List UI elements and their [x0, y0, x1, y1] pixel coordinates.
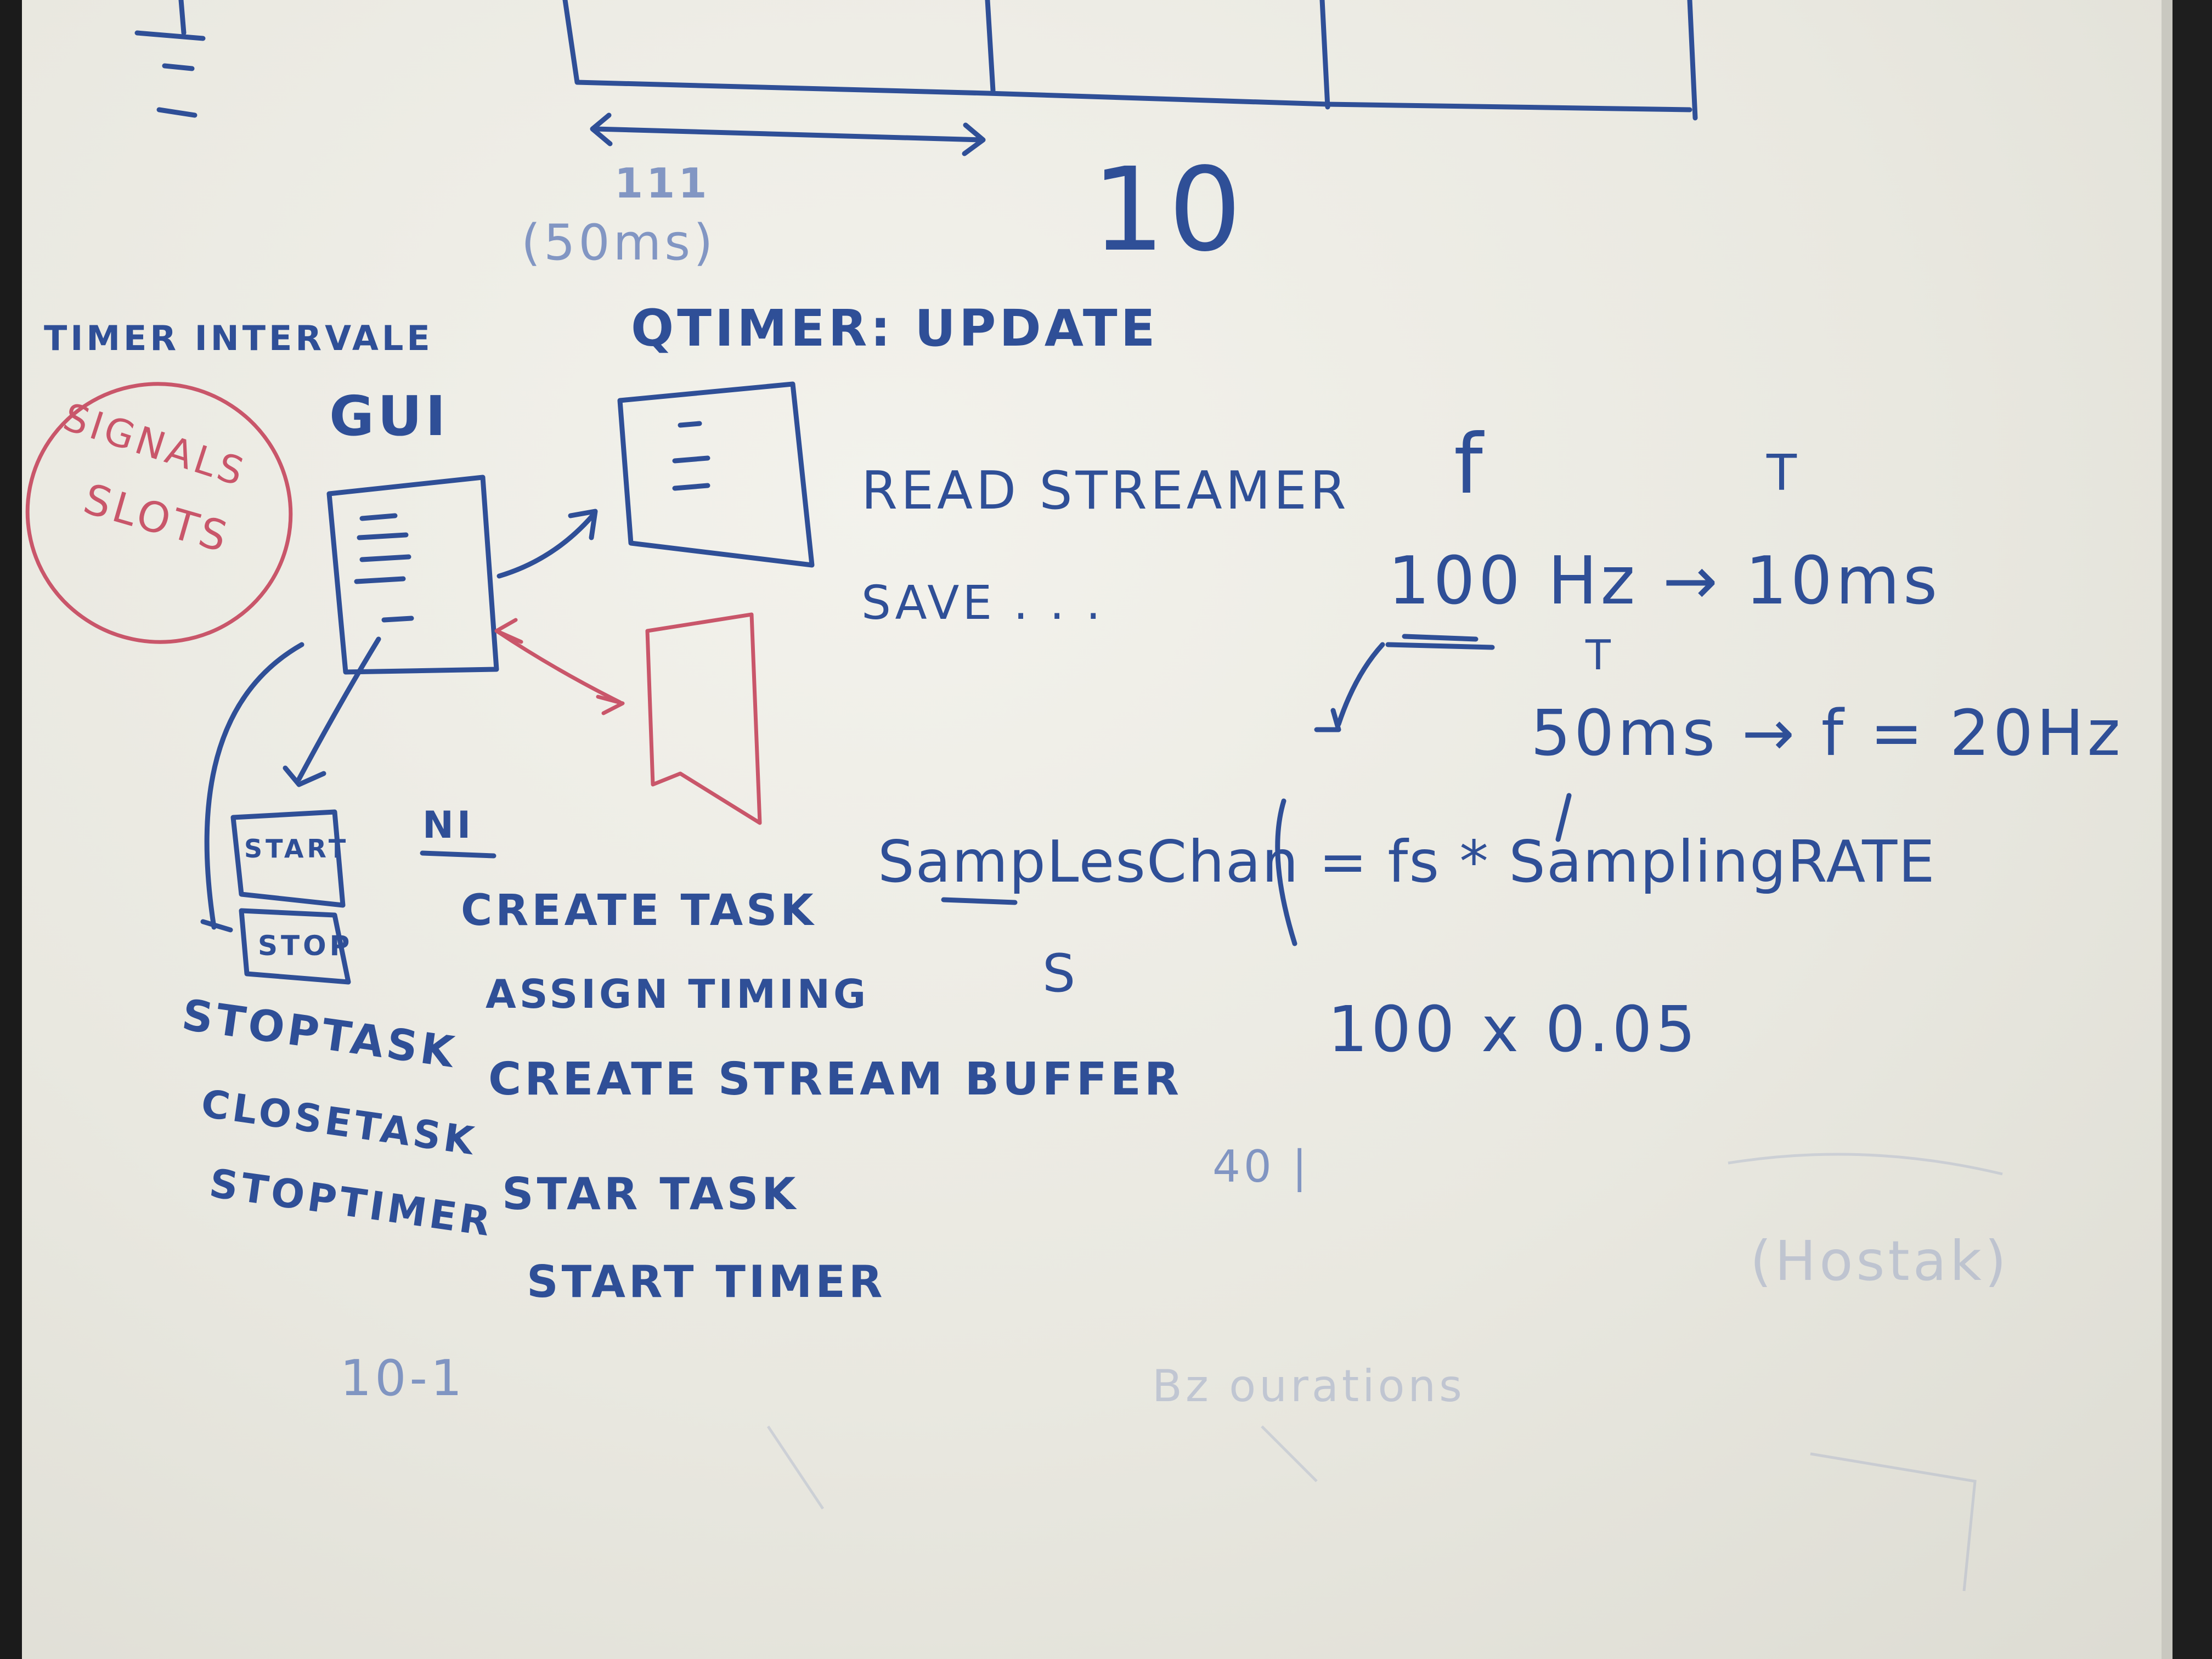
faint-bottom-text: Bz ourations: [1152, 1361, 1465, 1412]
timer-interval-label: TIMER INTERVALE: [44, 318, 433, 358]
ni-step: ASSIGN TIMING: [486, 971, 870, 1017]
save-label: SAVE . . .: [861, 576, 1104, 630]
timeline-arrow: [592, 126, 985, 143]
faint-right-text: (Hostak): [1750, 1229, 2010, 1293]
freq-line-1: 100 Hz → 10ms: [1388, 543, 1941, 619]
qtimer-update-label: QTIMER: UPDATE: [631, 299, 1159, 358]
gui-label: GUI: [329, 384, 449, 448]
calc-label: 100 x 0.05: [1328, 993, 1699, 1066]
ni-label: NI: [422, 804, 475, 847]
timeline-arrowhead: [590, 112, 613, 146]
timeline-tick: [1687, 0, 1698, 121]
board-frame-right: [2172, 0, 2212, 1659]
timeline-label-right: 10: [1092, 143, 1245, 277]
misc-bottom: 10-1: [340, 1350, 466, 1407]
stop-box-shape: [239, 908, 351, 985]
read-streamer-label: READ STREAMER: [861, 461, 1350, 521]
red-arrow: [494, 629, 622, 704]
signals-slots-circle: [25, 382, 293, 644]
freq-t-symbol-2: T: [1585, 631, 1614, 679]
start-box-shape: [230, 809, 346, 908]
freq-f-symbol: f: [1454, 417, 1486, 512]
freq-line-2: 50ms → f = 20Hz: [1531, 697, 2124, 770]
board-frame-left: [0, 0, 22, 1659]
ni-step: CREATE STREAM BUFFER: [488, 1053, 1182, 1105]
start-button-label: START: [244, 834, 349, 864]
timeline-label-ms: (50ms): [521, 214, 716, 272]
freq-t-symbol: T: [1767, 444, 1800, 502]
misc-right: 40 |: [1212, 1141, 1311, 1192]
red-window-shape: [645, 612, 762, 825]
samples-formula: SampLesChan = fs * SamplingRATE: [878, 828, 1936, 895]
timeline-tick: [985, 0, 996, 93]
qtimer-window-shape: [617, 381, 815, 568]
board-frame-edge: [2162, 0, 2174, 1659]
arrow-gui-qtimer: [496, 513, 595, 579]
formula-subscript: S: [1042, 944, 1079, 1004]
ni-step: START TIMER: [527, 1256, 886, 1307]
ni-step: STAR TASK: [502, 1169, 799, 1220]
fs-stroke: [1275, 798, 1297, 946]
timeline-tick: [1319, 0, 1330, 110]
timeline-label-left: 111: [614, 159, 710, 207]
ni-step: CREATE TASK: [461, 886, 817, 935]
timeline-line: [562, 0, 1692, 112]
stop-button-label: STOP: [258, 930, 353, 962]
timeline-arrowhead: [962, 122, 986, 156]
gui-window-shape: [326, 475, 499, 675]
